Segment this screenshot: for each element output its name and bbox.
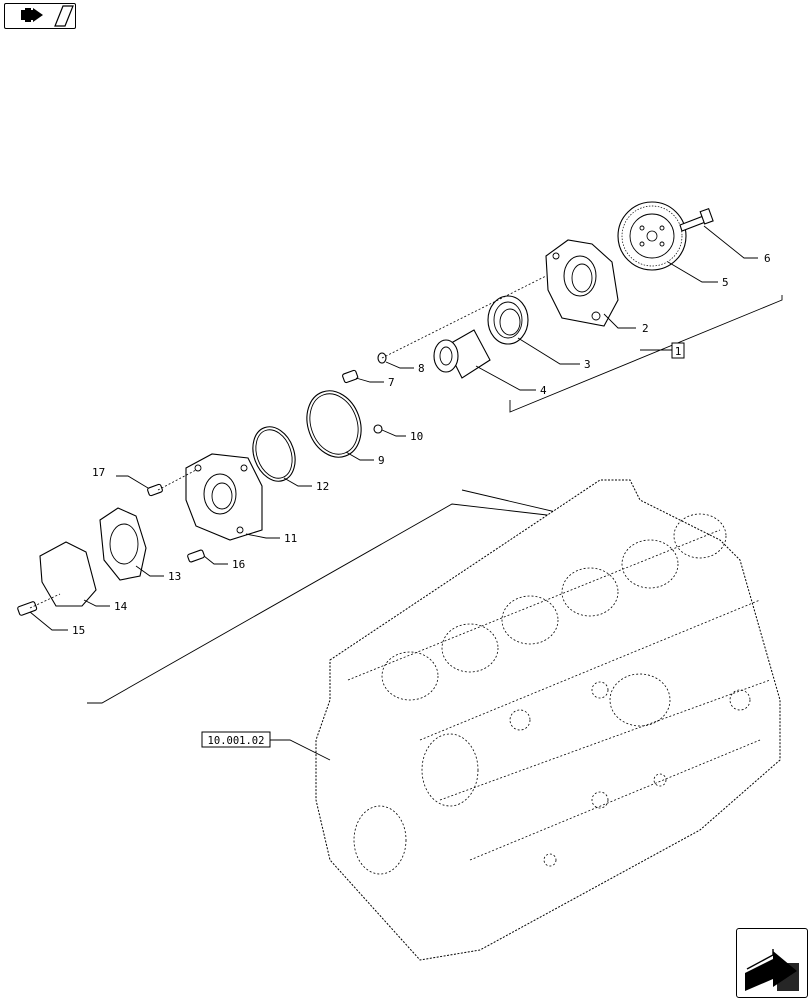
callout-6: 6 — [703, 225, 771, 265]
callout-3: 3 — [517, 337, 591, 371]
callout-10: 10 — [381, 429, 423, 443]
callout-number: 12 — [316, 480, 329, 493]
group-1-bracket: 1 — [509, 295, 783, 413]
next-page-arrow-icon — [745, 949, 799, 991]
support-housing-part[interactable] — [545, 239, 619, 327]
callout-number: 2 — [642, 322, 649, 335]
previous-page-button[interactable] — [4, 3, 76, 29]
callout-8: 8 — [385, 361, 425, 375]
reference-label: 10.001.02 — [208, 735, 265, 747]
bolt-part-16[interactable] — [187, 549, 205, 563]
cover-part-14[interactable] — [39, 541, 97, 607]
bolt-part-6[interactable] — [679, 207, 714, 232]
callout-14: 14 — [83, 599, 128, 613]
callout-16: 16 — [203, 555, 245, 571]
assembly-axis — [157, 469, 197, 491]
callout-9: 9 — [345, 451, 385, 467]
callout-11: 11 — [245, 532, 297, 545]
gasket-part-13[interactable] — [99, 507, 147, 581]
callout-number: 10 — [410, 430, 423, 443]
left-arrow-page-icon — [21, 5, 74, 27]
callout-4: 4 — [475, 365, 547, 397]
callout-5: 5 — [667, 261, 729, 289]
callout-13: 13 — [135, 565, 181, 583]
callout-7: 7 — [355, 376, 395, 389]
engine-block[interactable] — [315, 479, 781, 961]
callout-number: 16 — [232, 558, 245, 571]
assembly-axis — [29, 593, 61, 609]
large-oring-part-9[interactable] — [298, 383, 370, 465]
callout-number: 14 — [114, 600, 128, 613]
callout-2: 2 — [603, 313, 649, 335]
callout-17: 17 — [92, 466, 149, 489]
callout-number: 9 — [378, 454, 385, 467]
next-page-button[interactable] — [736, 928, 808, 998]
reference-label-box[interactable]: 10.001.02 — [201, 731, 331, 761]
tiny-seal-part-10[interactable] — [373, 424, 383, 434]
assembly-axis — [381, 275, 547, 359]
gear-part[interactable] — [617, 201, 687, 271]
callout-number: 7 — [388, 376, 395, 389]
callout-number: 3 — [584, 358, 591, 371]
flange-part-11[interactable] — [185, 453, 263, 541]
screw-part-15[interactable] — [17, 601, 38, 616]
bushing-ring-part[interactable] — [487, 295, 529, 345]
callout-number: 11 — [284, 532, 297, 545]
medium-oring-part-12[interactable] — [246, 421, 303, 487]
sleeve-part[interactable] — [433, 329, 491, 379]
callout-number: 4 — [540, 384, 547, 397]
callout-15: 15 — [29, 611, 85, 637]
callout-number: 17 — [92, 466, 105, 479]
callout-number: 15 — [72, 624, 85, 637]
callout-12: 12 — [283, 477, 329, 493]
callout-number: 8 — [418, 362, 425, 375]
callout-number: 5 — [722, 276, 729, 289]
callout-number: 6 — [764, 252, 771, 265]
screw-part-17[interactable] — [147, 483, 163, 497]
screw-part-7[interactable] — [342, 369, 359, 384]
group-label: 1 — [675, 345, 682, 358]
callout-number: 13 — [168, 570, 181, 583]
